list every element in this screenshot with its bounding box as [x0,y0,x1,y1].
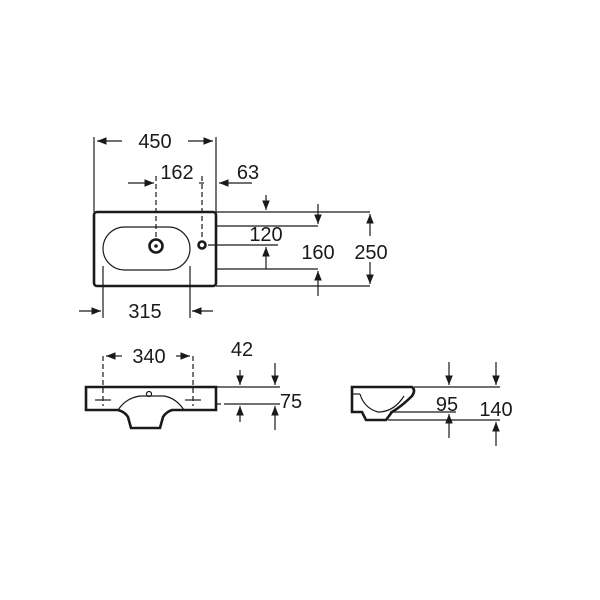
edge-offset-63-label: 63 [237,162,259,184]
depth-250-label: 250 [354,242,387,264]
bowl-outline [102,226,191,271]
front-view: 340 42 75 [84,339,302,430]
bowl-width-315-label: 315 [128,301,161,323]
height-75-label: 75 [280,391,302,413]
inner-depth-160-label: 160 [301,242,334,264]
width-450-label: 450 [138,131,171,153]
basin-side-outline [350,385,416,422]
inner-95-label: 95 [436,394,458,416]
rim-42-label: 42 [231,339,253,361]
height-140-label: 140 [479,399,512,421]
hole-spacing-340-label: 340 [132,346,165,368]
drain-hole [148,238,164,254]
tap-hole [197,240,207,250]
front-hole-center [145,390,153,398]
side-view: 95 140 [350,362,513,446]
basin-top-outline [92,210,218,288]
top-view: 450 162 63 120 160 250 315 [79,131,388,323]
basin-front-outline [84,385,218,430]
drain-center [154,244,158,248]
tap-depth-120-label: 120 [249,224,282,246]
tap-offset-162-label: 162 [160,162,193,184]
